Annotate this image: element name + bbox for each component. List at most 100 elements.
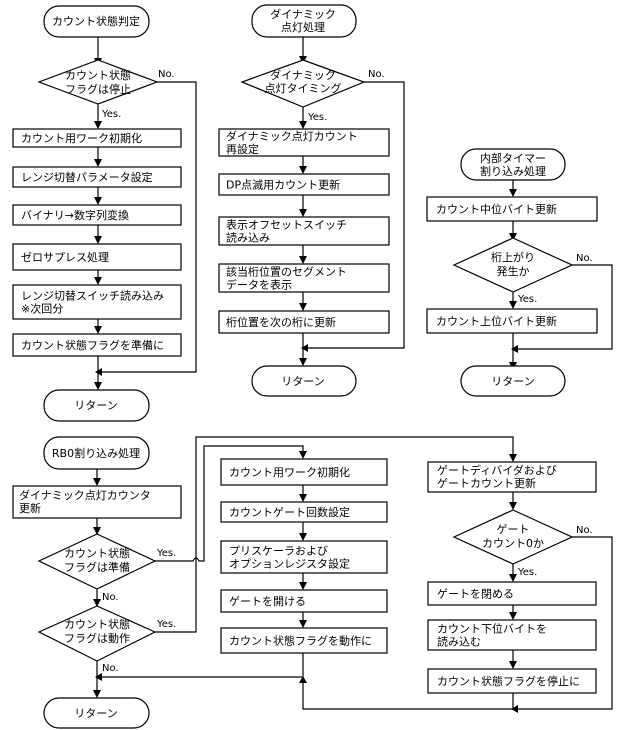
terminal-start-label-2: 割り込み処理: [480, 164, 546, 178]
decision-label-2: 発生か: [497, 264, 530, 278]
terminal-start-label-1: ダイナミック: [270, 7, 336, 21]
process-step-label: ゲートを開ける: [229, 595, 306, 608]
process-step-label-2: ゲートカウント更新: [437, 476, 536, 490]
process-step-label: レンジ切替パラメータ設定: [21, 170, 153, 184]
process-step-label: 桁位置を次の桁に更新: [226, 315, 336, 329]
flow-count-state: カウント状態判定 カウント状態 フラグは停止 No. Yes. カウント用ワーク…: [12, 5, 197, 422]
decision-ready: [37, 533, 157, 590]
process-step: [12, 485, 182, 519]
process-step: [12, 128, 182, 148]
yes-label: Yes.: [307, 112, 327, 123]
decision-label-1: カウント状態: [64, 617, 130, 631]
terminal-end-label: リターン: [74, 707, 117, 720]
decision-carry: [452, 237, 574, 293]
flow-timer: 内部タイマー 割り込み処理 カウント中位バイト更新 桁上がり 発生か No. Y…: [426, 148, 613, 397]
decision-label-1: ゲート: [497, 523, 530, 536]
no-label: No.: [102, 663, 119, 674]
yes-label: Yes.: [517, 567, 537, 578]
process-step-label: レンジ切替スイッチ読み込み: [21, 289, 164, 303]
terminal-end: [251, 365, 357, 397]
process-step: [427, 581, 597, 606]
terminal-start-label-1: 内部タイマー: [480, 151, 546, 165]
process-step-label: 読み込み: [226, 231, 270, 245]
decision-timing: [240, 59, 366, 108]
process-step: [218, 128, 390, 157]
process-step-label: DP点滅用カウント更新: [226, 178, 340, 192]
process-step: [218, 310, 390, 334]
process-step-label: データを表示: [226, 278, 292, 292]
process-step: [12, 166, 182, 188]
terminal-end: [43, 697, 150, 729]
terminal-end: [460, 365, 566, 397]
process-step: [426, 308, 598, 334]
no-label: No.: [576, 525, 593, 536]
process-step: [12, 284, 182, 320]
no-label: No.: [368, 69, 385, 80]
decision-label-1: カウント状態: [64, 546, 130, 560]
process-step: [218, 263, 390, 293]
process-step-label: ゼロサプレス処理: [21, 251, 109, 264]
decision-label-1: 桁上がり: [491, 250, 535, 264]
process-step-label-1: ダイナミック点灯カウンタ: [19, 488, 151, 502]
terminal-end-label: リターン: [74, 399, 117, 412]
yes-label: Yes.: [156, 548, 176, 559]
process-step-label: 表示オフセットスイッチ: [226, 218, 347, 232]
process-step-label-2: 更新: [19, 501, 41, 515]
process-step-label: カウント下位バイトを: [437, 622, 547, 636]
process-step-label: カウントゲート回数設定: [229, 505, 350, 519]
process-step: [220, 501, 388, 523]
decision-label-2: フラグは準備: [64, 560, 130, 574]
decision-label-2: フラグは動作: [64, 631, 130, 645]
process-step: [220, 627, 388, 654]
process-step-label: カウント状態フラグを動作に: [229, 634, 372, 648]
yes-label: Yes.: [517, 294, 537, 305]
process-step-label: ゲートを閉める: [437, 588, 514, 601]
decision-label-2: カウント0か: [482, 537, 544, 550]
decision-running: [37, 605, 157, 662]
process-step: [12, 333, 182, 357]
process-step: [220, 540, 388, 574]
process-step-label: カウント用ワーク初期化: [21, 131, 142, 145]
decision-label-1: ダイナミック: [270, 68, 336, 82]
terminal-start-label: RB0割り込み処理: [52, 446, 140, 460]
process-step: [427, 461, 597, 493]
process-step-label-1: ゲートディバイダおよび: [437, 463, 557, 477]
process-step-label: プリスケーラおよび: [229, 545, 328, 558]
flow-rb0: RB0割り込み処理 ダイナミック点灯カウンタ 更新 カウント状態 フラグは準備 …: [12, 436, 613, 729]
flow-dynamic: ダイナミック 点灯処理 ダイナミック 点灯タイミング No. Yes. ダイナミ…: [218, 4, 405, 397]
terminal-end: [43, 389, 150, 422]
decision-label-2: 点灯タイミング: [265, 81, 342, 95]
yes-label: Yes.: [156, 619, 176, 630]
process-step: [220, 589, 388, 613]
process-step: [218, 216, 390, 246]
terminal-start-label-2: 点灯処理: [281, 21, 325, 34]
terminal-start: [460, 148, 566, 181]
terminal-end-label: リターン: [281, 375, 324, 388]
process-step-label: カウント状態フラグを停止に: [437, 674, 580, 688]
process-step: [426, 196, 598, 222]
terminal-end-label: リターン: [491, 375, 534, 388]
process-step: [218, 173, 390, 196]
terminal-start: [251, 4, 357, 38]
process-step: [12, 243, 182, 271]
terminal-start: [43, 5, 150, 38]
process-step: [427, 668, 597, 694]
decision-label-1: カウント状態: [65, 68, 131, 82]
process-step-label: カウント上位バイト更新: [436, 314, 557, 328]
process-step-label: 再設定: [226, 142, 259, 156]
no-label: No.: [576, 253, 593, 264]
no-label: No.: [102, 592, 119, 603]
decision-gate-zero: [452, 509, 574, 565]
process-step-label: バイナリ→数字列変換: [21, 208, 129, 222]
no-label: No.: [158, 69, 175, 80]
process-step-label: 該当桁位置のセグメント: [226, 265, 347, 279]
decision-label-2: フラグは停止: [65, 82, 131, 96]
process-step-label: ※次回分: [21, 302, 63, 316]
terminal-start: [43, 436, 150, 470]
process-step-label: カウント用ワーク初期化: [229, 465, 350, 479]
yes-label: Yes.: [101, 109, 121, 120]
process-step: [220, 458, 388, 486]
decision-stopped: [37, 59, 159, 105]
process-step-label: カウント中位バイト更新: [436, 202, 557, 216]
